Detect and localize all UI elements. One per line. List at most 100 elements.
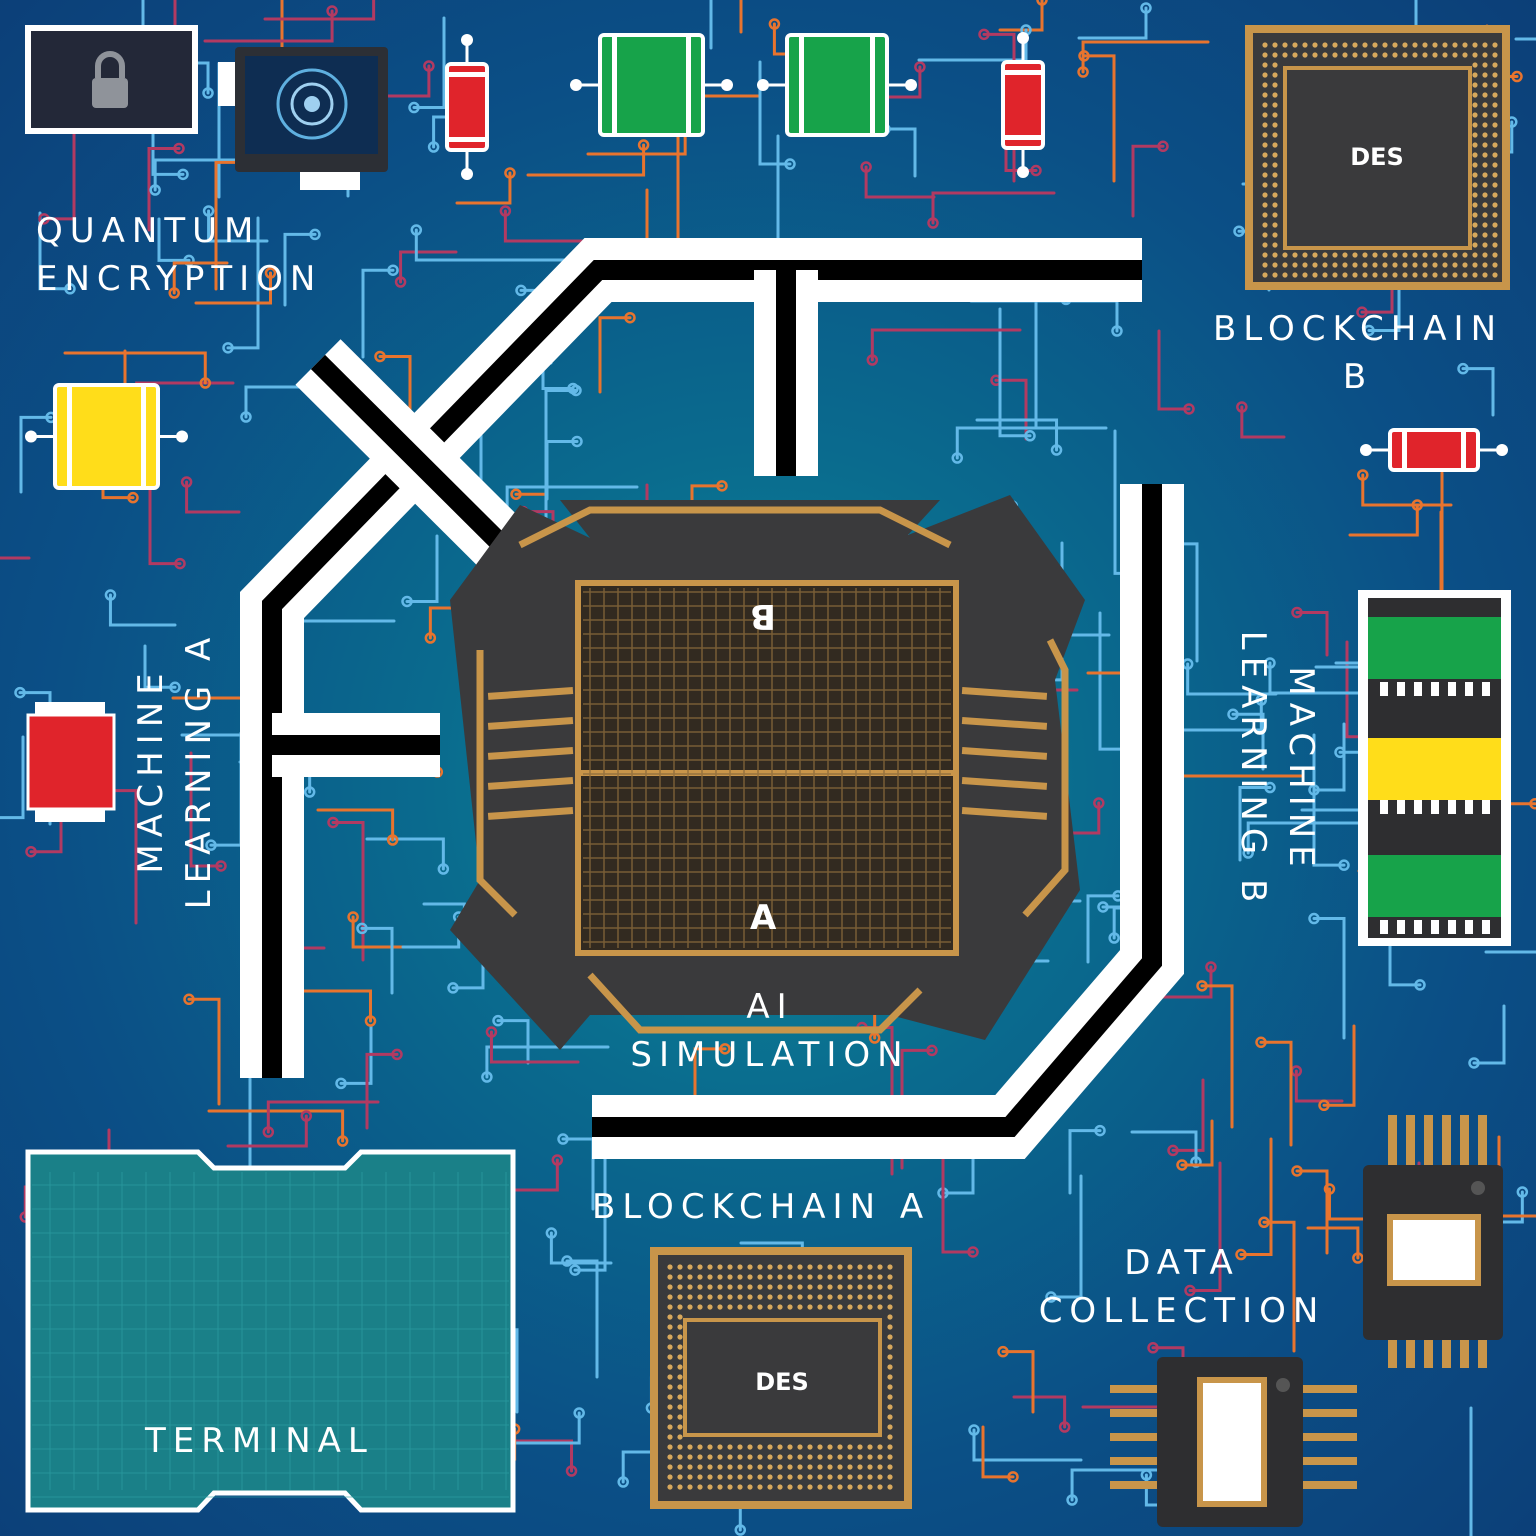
trace-pad — [719, 1043, 731, 1055]
circuit-trace — [1322, 1024, 1356, 1107]
circuit-trace — [1367, 268, 1401, 332]
circuit-trace — [1348, 503, 1419, 537]
zone-label-quantum-encryption: QUANTUM ENCRYPTION — [36, 211, 323, 299]
circuit-trace — [38, 211, 72, 291]
circuit-trace — [378, 355, 412, 427]
trace-pad — [571, 435, 583, 448]
circuit-trace — [1131, 144, 1165, 218]
trace-pad — [437, 863, 450, 875]
trace-pad — [1140, 2, 1152, 14]
trace-pad — [978, 28, 990, 41]
trace-pad — [1255, 694, 1268, 706]
trace-pad — [1318, 1099, 1330, 1112]
circuit-trace — [1188, 1161, 1222, 1293]
trace-pad — [447, 982, 459, 994]
circuit-trace — [1238, 786, 1272, 862]
trace-pad — [1030, 164, 1042, 177]
trace-pad — [336, 1135, 349, 1147]
trace-pad — [364, 1015, 377, 1027]
trace-pad — [300, 1110, 313, 1122]
trace-pad — [1111, 325, 1123, 337]
circuit-trace — [19, 415, 53, 494]
terminal-panel — [25, 1149, 516, 1513]
zone-label-machine-learning-a: MACHINE LEARNING A — [131, 630, 219, 910]
circuit-trace — [361, 268, 395, 359]
trace-pad — [1255, 1036, 1267, 1049]
yellow-capacitor — [25, 383, 188, 490]
trace-pad — [14, 686, 26, 699]
trace-pad — [1468, 1057, 1480, 1069]
trace-pad — [347, 911, 359, 923]
trace-pad — [1196, 980, 1208, 992]
trace-pad — [38, 213, 50, 225]
circuit-trace — [1262, 1220, 1296, 1353]
circuit-trace — [1068, 1129, 1102, 1195]
circuit-trace — [266, 1100, 380, 1134]
trace-pad — [104, 589, 117, 601]
trace-pad — [624, 311, 636, 324]
trace-pad — [408, 101, 420, 114]
trace-pad — [515, 284, 527, 297]
trace-pad — [177, 168, 189, 181]
zone-label-blockchain-b: BLOCKCHAIN B — [1212, 309, 1504, 397]
trace-pad — [716, 480, 728, 492]
zone-label-blockchain-a: BLOCKCHAIN A — [592, 1187, 931, 1227]
trace-pad — [327, 816, 339, 829]
trace-pad — [510, 488, 522, 500]
trace-pad — [499, 205, 512, 217]
circuit-trace — [864, 165, 936, 199]
trace-pad — [734, 1524, 747, 1536]
trace-pad — [1356, 306, 1368, 318]
circuit-trace — [1312, 722, 1346, 792]
trace-pad — [183, 993, 195, 1006]
trace-pad — [1045, 1291, 1057, 1303]
trace-pad — [199, 377, 212, 389]
circuit-trace — [147, 146, 181, 232]
circuit-trace — [565, 1259, 599, 1379]
memory-module — [1358, 590, 1511, 946]
circuit-trace — [207, 1109, 345, 1143]
trace-pad — [1516, 1186, 1529, 1198]
trace-pad — [427, 141, 440, 153]
circuit-trace — [1154, 965, 1213, 999]
trace-pad — [1233, 225, 1245, 237]
circuit-trace — [300, 989, 372, 1023]
trace-pad — [561, 1255, 573, 1267]
trace-pad — [1236, 401, 1248, 413]
trace-pad — [967, 1246, 979, 1258]
trace-pad — [1066, 1494, 1078, 1506]
trace-pad — [1036, 0, 1048, 6]
circuit-trace — [1231, 712, 1265, 771]
circuit-trace — [148, 474, 182, 566]
des-logo-icon: DES — [1350, 143, 1404, 171]
circuit-trace — [573, 1142, 607, 1272]
circuit-trace — [972, 1428, 1083, 1462]
trace-pad — [1511, 70, 1523, 83]
trace-pad — [1097, 901, 1109, 913]
trace-pad — [504, 167, 516, 179]
trace-pad — [1108, 932, 1120, 944]
trace-pad — [951, 452, 964, 464]
trace-pad — [569, 1264, 581, 1276]
trace-pad — [1457, 362, 1469, 375]
trace-pad — [169, 681, 181, 694]
trace-pad — [1352, 1252, 1364, 1264]
trace-pad — [1007, 1471, 1019, 1483]
trace-pad — [481, 1071, 493, 1083]
trace-pad — [1205, 961, 1217, 973]
circuit-trace — [412, 16, 446, 110]
circuit-trace — [360, 926, 394, 995]
circuit-trace — [981, 1425, 1015, 1479]
circuit-trace — [526, 143, 646, 177]
trace-pad — [1227, 708, 1239, 721]
circuit-trace — [187, 997, 221, 1106]
trace-pad — [410, 224, 423, 236]
trace-pad — [394, 276, 407, 288]
blockchain-a-chip: DES — [650, 1247, 912, 1509]
trace-pad — [240, 411, 252, 423]
circuit-trace — [1171, 1078, 1205, 1152]
trace-pad — [401, 595, 413, 608]
trace-pad — [173, 142, 185, 155]
trace-pad — [1338, 859, 1350, 871]
